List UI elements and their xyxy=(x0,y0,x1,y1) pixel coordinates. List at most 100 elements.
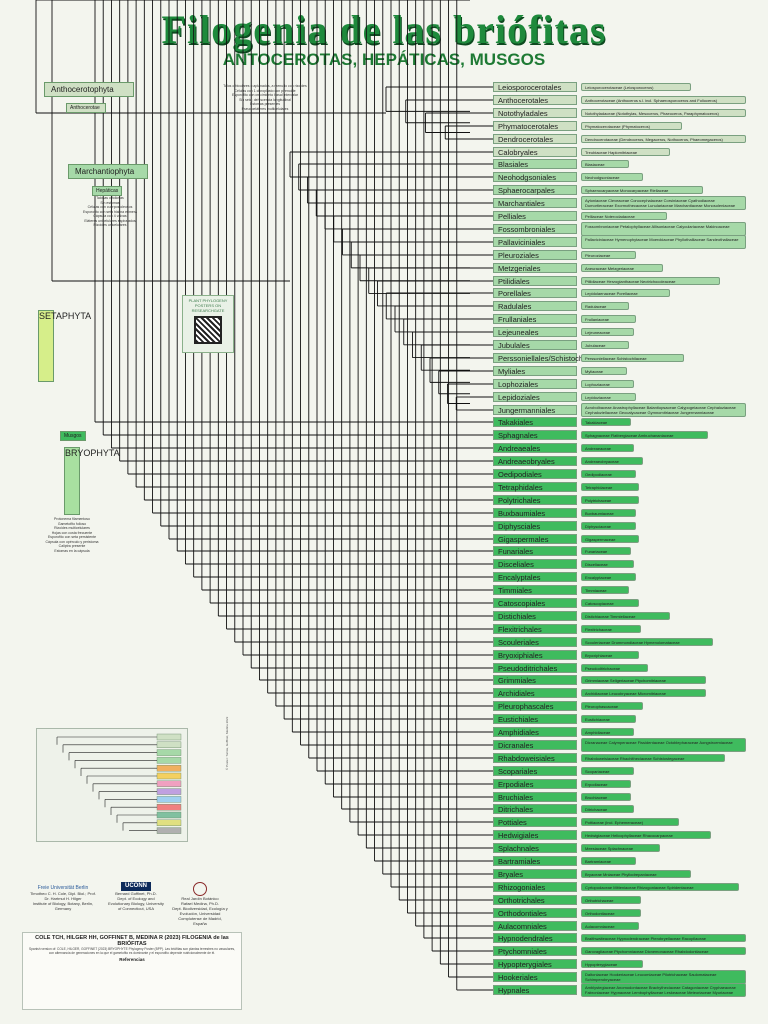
qr-panel[interactable]: PLANT PHYLOGENY POSTERS ON RESEARCHGATE xyxy=(182,295,234,353)
order-pallaviciniales[interactable]: Pallaviciniales xyxy=(493,237,577,247)
order-timmiales[interactable]: Timmiales xyxy=(493,585,577,595)
family-name: Phyllothalliaceae xyxy=(675,237,707,242)
order-andreaeobryales[interactable]: Andreaeobryales xyxy=(493,456,577,466)
order-neohodgsoniales[interactable]: Neohodgsoniales xyxy=(493,172,577,182)
family-list: Amblystegiaceae Anomodontaceae Brachythe… xyxy=(581,983,746,997)
family-name: Hypnaceae xyxy=(610,990,632,995)
order-bruchiales[interactable]: Bruchiales xyxy=(493,792,577,802)
order-radulales[interactable]: Radulales xyxy=(493,301,577,311)
order-diphysciales[interactable]: Diphysciales xyxy=(493,521,577,531)
order-hypnales[interactable]: Hypnales xyxy=(493,985,577,995)
order-blasiales[interactable]: Blasiales xyxy=(493,159,577,169)
order-frullaniales[interactable]: Frullaniales xyxy=(493,314,577,324)
order-distichiales[interactable]: Distichiales xyxy=(493,611,577,621)
order-notothyladales[interactable]: Notothyladales xyxy=(493,108,577,118)
order-amphidiales[interactable]: Amphidiales xyxy=(493,727,577,737)
note-line: Cápsula con 4 valvas xyxy=(93,214,127,218)
order-scouleriales[interactable]: Scouleriales xyxy=(493,637,577,647)
order-splachnales[interactable]: Splachnales xyxy=(493,843,577,853)
family-list: Neohodgsoniaceae xyxy=(581,173,644,181)
order-polytrichales[interactable]: Polytrichales xyxy=(493,495,577,505)
order-pottiales[interactable]: Pottiales xyxy=(493,817,577,827)
family-name: Rhachitheciaceae xyxy=(619,756,653,761)
clade-hepaticae: Hepáticas xyxy=(92,186,122,196)
order-calobryales[interactable]: Calobryales xyxy=(493,147,577,157)
order-ptychomniales[interactable]: Ptychomniales xyxy=(493,946,577,956)
order-hedwigiales[interactable]: Hedwigiales xyxy=(493,830,577,840)
order-erpodiales[interactable]: Erpodiales xyxy=(493,779,577,789)
order-takakiales[interactable]: Takakiales xyxy=(493,417,577,427)
citation-body: Spanish version of: COLE, HILGER, GOFFIN… xyxy=(29,947,235,955)
order-disceliales[interactable]: Disceliales xyxy=(493,559,577,569)
order-rhizogoniales[interactable]: Rhizogoniales xyxy=(493,882,577,892)
order-scopariales[interactable]: Scopariales xyxy=(493,766,577,776)
family-name: Ptychomitriaceae xyxy=(635,678,666,683)
order-leiosporocerotales[interactable]: Leiosporocerotales xyxy=(493,82,577,92)
order-ditrichales[interactable]: Ditrichales xyxy=(493,804,577,814)
order-lepidoziales[interactable]: Lepidoziales xyxy=(493,392,577,402)
order-eustichiales[interactable]: Eustichiales xyxy=(493,714,577,724)
order-pleuroziales[interactable]: Pleuroziales xyxy=(493,250,577,260)
family-name: Spiridentaceae xyxy=(666,885,694,890)
order-hookeriales[interactable]: Hookeriales xyxy=(493,972,577,982)
order-anthocerotales[interactable]: Anthocerotales xyxy=(493,95,577,105)
order-porellales[interactable]: Porellales xyxy=(493,288,577,298)
order-sphagnales[interactable]: Sphagnales xyxy=(493,430,577,440)
order-pseudoditrichales[interactable]: Pseudoditrichales xyxy=(493,663,577,673)
order-bartramiales[interactable]: Bartramiales xyxy=(493,856,577,866)
order-phymatocerotales[interactable]: Phymatocerotales xyxy=(493,121,577,131)
note-line: Pseudoeláteres multicelulares xyxy=(241,106,289,111)
order-grimmiales[interactable]: Grimmiales xyxy=(493,675,577,685)
family-name: Polytrichaceae xyxy=(585,498,612,503)
order-hypopterygiales[interactable]: Hypopterygiales xyxy=(493,959,577,969)
order-bryoxiphiales[interactable]: Bryoxiphiales xyxy=(493,650,577,660)
family-name: Braithwaiteaceae xyxy=(585,936,617,941)
order-oedipodiales[interactable]: Oedipodiales xyxy=(493,469,577,479)
order-metzgeriales[interactable]: Metzgeriales xyxy=(493,263,577,273)
order-flexitrichales[interactable]: Flexitrichales xyxy=(493,624,577,634)
qr-caption: PLANT PHYLOGENY POSTERS ON RESEARCHGATE xyxy=(188,298,228,313)
order-myliales[interactable]: Myliales xyxy=(493,366,577,376)
order-tetraphidales[interactable]: Tetraphidales xyxy=(493,482,577,492)
order-lophoziales[interactable]: Lophoziales xyxy=(493,379,577,389)
order-jungermanniales[interactable]: Jungermanniales xyxy=(493,405,577,415)
family-name: Ditrichaceae xyxy=(585,807,608,812)
order-lejeuneales[interactable]: Lejeuneales xyxy=(493,327,577,337)
family-list: Grimmiaceae Seligeriaceae Ptychomitriace… xyxy=(581,676,706,684)
order-pleurophascales[interactable]: Pleurophascales xyxy=(493,701,577,711)
order-andreaeales[interactable]: Andreaeales xyxy=(493,443,577,453)
family-name: Sphaerocarpaceae xyxy=(585,188,620,193)
order-pelliales[interactable]: Pelliales xyxy=(493,211,577,221)
order-bryales[interactable]: Bryales xyxy=(493,869,577,879)
order-rhabdoweisiales[interactable]: Rhabdoweisiales xyxy=(493,753,577,763)
order-ptilidiales[interactable]: Ptilidiales xyxy=(493,276,577,286)
family-name: Gigaspermaceae xyxy=(585,537,616,542)
qr-code-icon[interactable] xyxy=(194,316,222,344)
order-marchantiales[interactable]: Marchantiales xyxy=(493,198,577,208)
order-encalyptales[interactable]: Encalyptales xyxy=(493,572,577,582)
family-list: Anthocerotaceae (Anthoceros s.l. incl. S… xyxy=(581,96,746,104)
family-name: Hypopterygiaceae xyxy=(585,962,618,967)
family-name: Plagiotheciaceae xyxy=(610,995,642,996)
order-perssoniellales-schistochilales[interactable]: Perssoniellales/Schistochilales xyxy=(493,353,600,363)
order-fossombroniales[interactable]: Fossombroniales xyxy=(493,224,577,234)
family-name: Cryphaeaceae xyxy=(709,985,736,990)
order-archidiales[interactable]: Archidiales xyxy=(493,688,577,698)
order-orthodontiales[interactable]: Orthodontiales xyxy=(493,908,577,918)
institution-uconn: UCONN Bernard Goffinet, Ph.D. Dept. of E… xyxy=(108,882,164,911)
order-gigaspermales[interactable]: Gigaspermales xyxy=(493,534,577,544)
order-aulacomniales[interactable]: Aulacomniales xyxy=(493,921,577,931)
family-name: Scouleriaceae xyxy=(585,640,612,645)
order-dendrocerotales[interactable]: Dendrocerotales xyxy=(493,134,577,144)
order-dicranales[interactable]: Dicranales xyxy=(493,740,577,750)
family-list: Perssoniellaceae Schistochilaceae xyxy=(581,354,685,362)
order-catoscopiales[interactable]: Catoscopiales xyxy=(493,598,577,608)
family-list: Fossombroniaceae Petalophyllaceae Alliso… xyxy=(581,222,746,236)
family-name: Cleveaceae xyxy=(608,198,631,203)
order-orthotrichales[interactable]: Orthotrichales xyxy=(493,895,577,905)
order-sphaerocarpales[interactable]: Sphaerocarpales xyxy=(493,185,577,195)
order-hypnodendrales[interactable]: Hypnodendrales xyxy=(493,933,577,943)
order-buxbaumiales[interactable]: Buxbaumiales xyxy=(493,508,577,518)
order-jubulales[interactable]: Jubulales xyxy=(493,340,577,350)
order-funariales[interactable]: Funariales xyxy=(493,546,577,556)
